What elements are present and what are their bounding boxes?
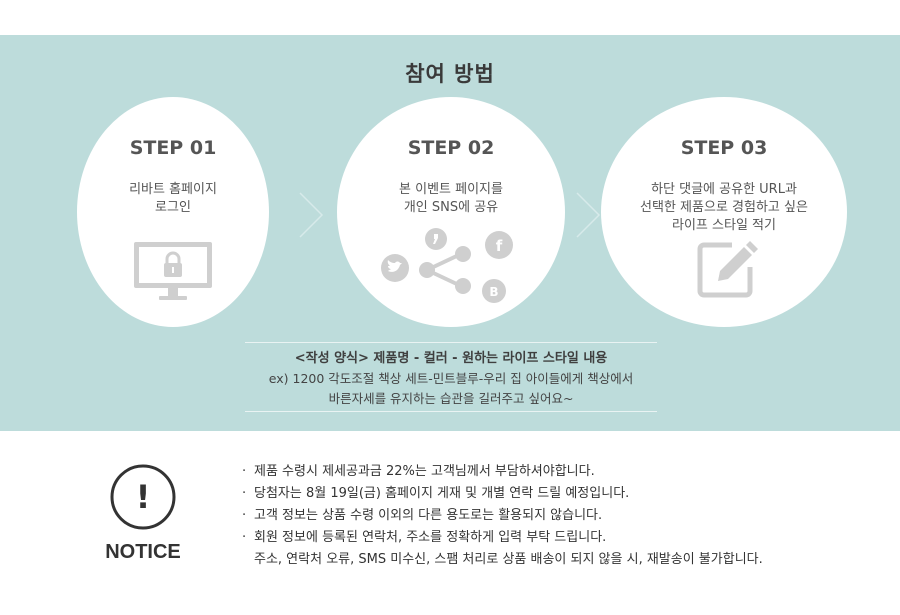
facebook-icon: f	[485, 231, 513, 259]
step-description: 하단 댓글에 공유한 URL과 선택한 제품으로 경험하고 싶은 라이프 스타일…	[601, 181, 847, 235]
exclamation-glyph: !	[136, 478, 151, 516]
step-02-card: STEP 02 본 이벤트 페이지를 개인 SNS에 공유 f B	[337, 97, 565, 327]
facebook-glyph: f	[496, 237, 503, 255]
list-item: · 제품 수령시 제세공과금 22%는 고객님께서 부담하셔야합니다.	[242, 461, 763, 483]
step-desc-line: 선택한 제품으로 경험하고 싶은	[640, 200, 808, 215]
chevron-right-icon	[299, 192, 324, 238]
format-title: <작성 양식> 제품명 - 컬러 - 원하는 라이프 스타일 내용	[294, 351, 608, 366]
step-label: STEP 03	[680, 137, 768, 159]
list-item: · 회원 정보에 등록된 연락처, 주소를 정확하게 입력 부탁 드립니다.	[242, 527, 763, 549]
bullet: ·	[242, 508, 247, 523]
twitter-icon	[381, 254, 409, 282]
step-label: STEP 01	[129, 137, 217, 159]
notice-text: 회원 정보에 등록된 연락처, 주소를 정확하게 입력 부탁 드립니다.	[254, 530, 607, 545]
format-example-cont: 바른자세를 유지하는 습관을 길러주고 싶어요~	[328, 391, 574, 406]
writing-format: <작성 양식> 제품명 - 컬러 - 원하는 라이프 스타일 내용 ex) 12…	[245, 342, 657, 412]
step-desc-line: 개인 SNS에 공유	[403, 200, 499, 215]
notice-text: 당첨자는 8월 19일(금) 홈페이지 게재 및 개별 연락 드릴 예정입니다.	[254, 486, 630, 501]
kakaostory-icon	[425, 228, 447, 250]
step-desc-line: 라이프 스타일 적기	[672, 218, 776, 233]
notice-continuation: 주소, 연락처 오류, SMS 미수신, 스팸 처리로 상품 배송이 되지 않을…	[254, 552, 763, 567]
bullet: ·	[242, 530, 247, 545]
exclamation-icon: !	[110, 464, 176, 530]
step-03-card: STEP 03 하단 댓글에 공유한 URL과 선택한 제품으로 경험하고 싶은…	[601, 97, 847, 327]
notice-text: 제품 수령시 제세공과금 22%는 고객님께서 부담하셔야합니다.	[254, 464, 595, 479]
step-description: 리바트 홈페이지 로그인	[77, 181, 269, 217]
step-01-card: STEP 01 리바트 홈페이지 로그인	[77, 97, 269, 327]
edit-icon	[697, 241, 758, 298]
share-icon	[419, 246, 471, 294]
step-desc-line: 리바트 홈페이지	[129, 182, 217, 197]
monitor-lock-icon	[134, 242, 212, 300]
bullet: ·	[242, 486, 247, 501]
list-item: · 당첨자는 8월 19일(금) 홈페이지 게재 및 개별 연락 드릴 예정입니다…	[242, 483, 763, 505]
format-example: ex) 1200 각도조절 책상 세트-민트블루-우리 집 아이들에게 책상에서	[268, 371, 634, 386]
notice-list: · 제품 수령시 제세공과금 22%는 고객님께서 부담하셔야합니다. · 당첨자는…	[242, 461, 763, 571]
notice-text: 고객 정보는 상품 수령 이외의 다른 용도로는 활용되지 않습니다.	[254, 508, 603, 523]
blog-glyph: B	[489, 285, 498, 299]
step-desc-line: 로그인	[155, 200, 191, 215]
section-title: 참여 방법	[405, 62, 495, 86]
chevron-right-icon	[576, 192, 601, 238]
list-item: · 고객 정보는 상품 수령 이외의 다른 용도로는 활용되지 않습니다.	[242, 505, 763, 527]
notice-label: NOTICE	[105, 541, 181, 563]
bullet: ·	[242, 464, 247, 479]
blog-icon: B	[482, 279, 506, 303]
step-description: 본 이벤트 페이지를 개인 SNS에 공유	[337, 181, 565, 217]
step-desc-line: 하단 댓글에 공유한 URL과	[651, 182, 797, 197]
step-desc-line: 본 이벤트 페이지를	[399, 182, 503, 197]
step-label: STEP 02	[407, 137, 495, 159]
